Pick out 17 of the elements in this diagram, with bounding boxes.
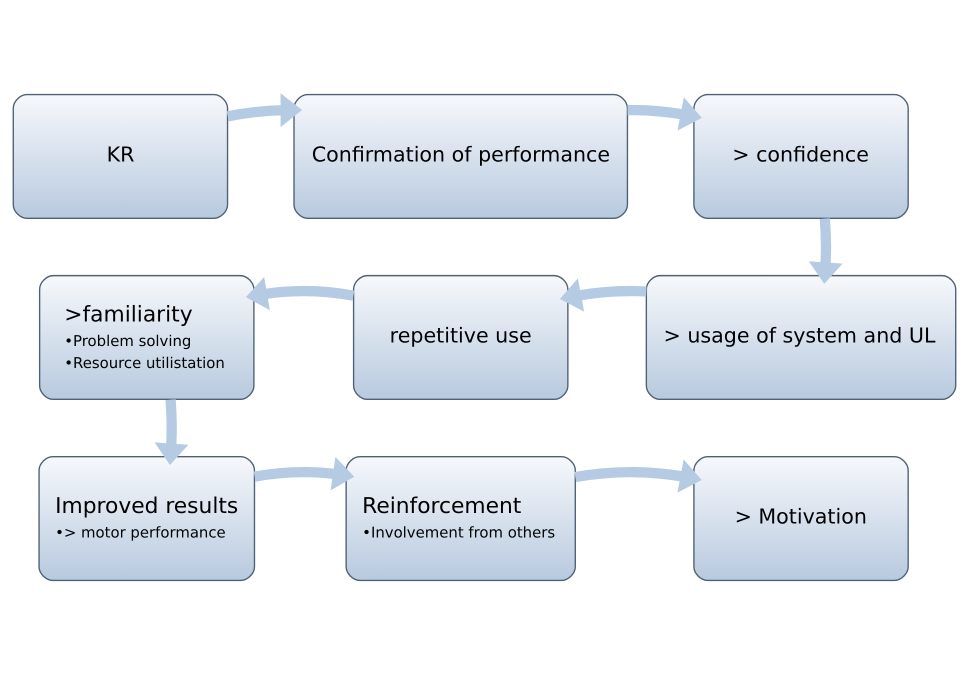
arrow: [154, 398, 188, 464]
arrow: [246, 276, 354, 310]
node-box: >familiarity •Problem solving •Resource utilistation: [38, 274, 255, 400]
arrow: [254, 456, 354, 490]
node-box: repetitive use: [352, 274, 569, 400]
node-box: > confidence: [693, 93, 909, 219]
node-box: > Motivation: [693, 455, 909, 581]
node-box: > usage of system and UL: [646, 274, 956, 400]
node-box: Confirmation of performance: [293, 93, 628, 219]
arrow: [226, 92, 302, 127]
node-box: Reinforcement •Involvement from others: [345, 455, 576, 581]
arrow: [808, 218, 843, 284]
node-box: KR: [12, 93, 228, 219]
arrow: [560, 278, 647, 312]
node-box: Improved results •> motor performance: [38, 455, 256, 581]
arrow: [574, 458, 702, 492]
arrow: [628, 96, 702, 130]
